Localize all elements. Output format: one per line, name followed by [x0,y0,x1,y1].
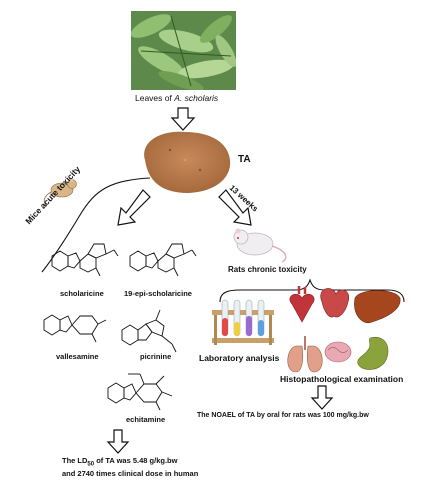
brain-icon [324,341,352,363]
noael-conclusion: The NOAEL of TA by oral for rats was 100… [197,412,369,419]
arrow-powder-to-rats [218,189,252,226]
ld50-conclusion: The LD50 of TA was 5.48 g/kg.bw and 2740… [62,456,198,478]
leaves-caption-prefix: Leaves of [135,93,175,103]
leaves-caption-species: A. scholaris [174,93,219,103]
acute-branch-curve [41,177,151,273]
arrow-to-noael [310,385,334,410]
ta-label: TA [238,154,251,165]
ld50-suffix: of TA was 5.48 g/kg.bw [94,456,178,465]
lab-analysis-label: Laboratory analysis [199,353,280,363]
arrow-to-ld50 [106,429,130,454]
leaves-caption: Leaves of A. scholaris [135,94,218,103]
arrow-leaves-to-powder [170,107,196,131]
compound-vallesamine: vallesamine [56,352,99,361]
liver-icon [354,290,401,324]
compound-scholaricine: scholaricine [60,289,104,298]
structure-picrinine [121,309,177,353]
compound-picrinine: picrinine [140,352,172,361]
ld50-prefix: The LD [62,456,88,465]
heart-icon [289,286,315,323]
histopathology-label: Histopathological examination [280,374,404,384]
powder-pile [144,131,231,193]
compound-echitamine: echitamine [126,415,166,424]
structure-echitamine [107,373,173,411]
structure-vallesamine [43,314,107,343]
lung-icon [287,336,323,373]
arrow-powder-to-compounds [117,189,151,226]
chronic-brace [219,278,405,303]
stomach-icon [357,336,389,370]
leaves-photo [131,11,236,90]
chronic-toxicity-label: Rats chronic toxicity [228,265,307,274]
ld50-subscript: 50 [87,461,95,468]
kidney-icon [320,288,350,318]
test-tube-rack-icon [212,299,274,345]
rat-icon [233,228,287,263]
structure-scholaricine [51,243,119,277]
compound-19-epi-scholaricine: 19-epi-scholaricine [124,289,192,298]
mouse-icon [43,178,77,207]
ld50-line2: and 2740 times clinical dose in human [62,469,199,478]
structure-19-epi-scholaricine [129,243,197,277]
